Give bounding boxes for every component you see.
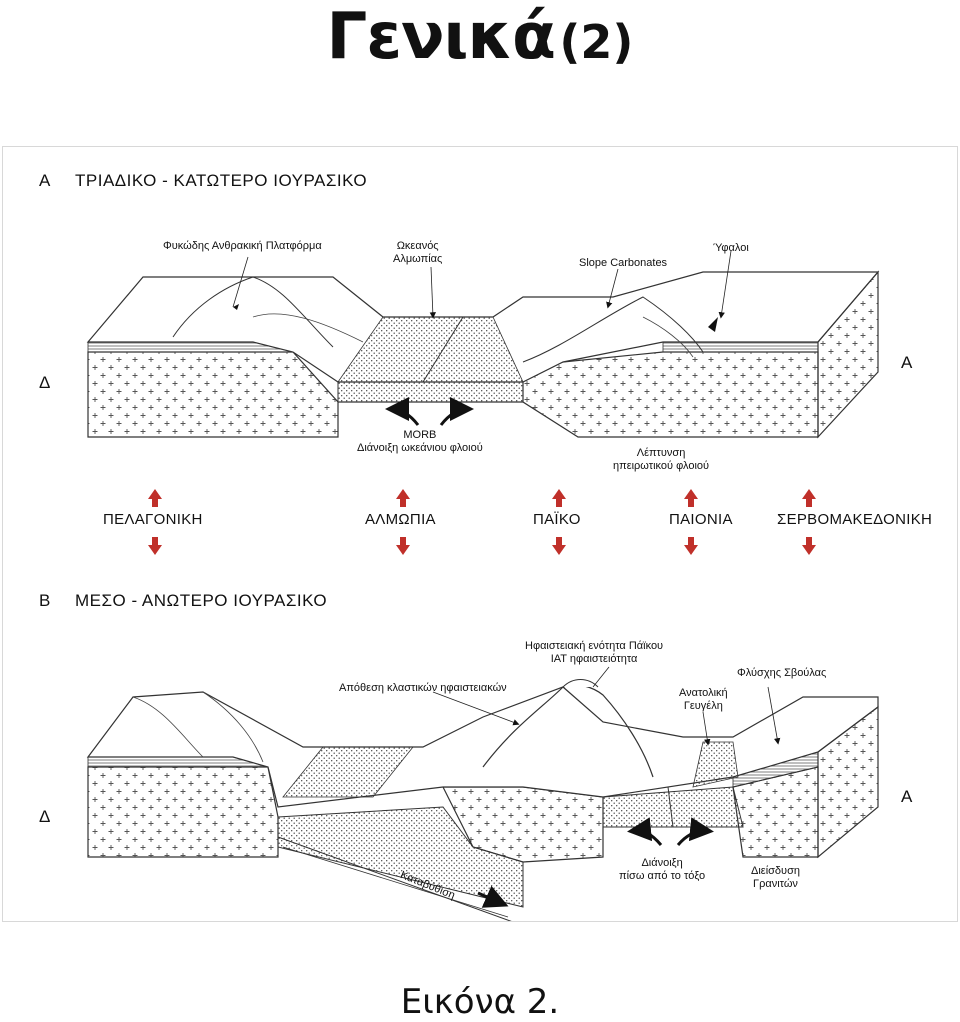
terrane-paionia: ΠΑΙΟΝΙΑ — [669, 511, 733, 528]
label-gevgeli-line1: Ανατολική — [679, 687, 728, 699]
label-flysch: Φλύσχης Σβούλας — [737, 667, 827, 679]
label-slope: Slope Carbonates — [579, 257, 668, 269]
label-clastic: Απόθεση κλαστικών ηφαιστειακών — [339, 682, 507, 694]
label-platform: Φυκώδης Ανθρακική Πλατφόρμα — [163, 240, 322, 252]
label-gevgeli-line2: Γευγέλη — [683, 700, 723, 712]
terrane-almopia: ΑΛΜΩΠΙΑ — [365, 511, 436, 528]
panel-a-letter: Α — [39, 171, 51, 190]
terrane-arrow-up-2 — [396, 489, 410, 507]
panel-a-crust-west — [87, 351, 339, 438]
terrane-arrow-down-5 — [802, 537, 816, 555]
panel-b-crust-west — [87, 766, 279, 858]
label-thinning-line2: ηπειρωτικού φλοιού — [613, 460, 710, 472]
label-thinning: Λέπτυνση ηπειρωτικού φλοιού — [613, 447, 709, 473]
panel-a-east: Α — [901, 353, 913, 372]
label-morb-line2: Διάνοιξη ωκεάνιου φλοιού — [357, 442, 483, 454]
panel-a-west: Δ — [39, 373, 51, 392]
label-morb-line1: MORB — [403, 429, 437, 441]
figure-caption: Εικόνα 2. — [400, 982, 560, 1022]
terrane-arrow-up-3 — [552, 489, 566, 507]
terrane-arrow-down-4 — [684, 537, 698, 555]
block-diagrams — [86, 250, 880, 921]
label-ocean-line1: Ωκεανός — [396, 240, 439, 252]
terrane-pelagonian: ΠΕΛΑΓΟΝΙΚΗ — [103, 511, 203, 528]
title-main: Γενικά — [326, 0, 556, 74]
panel-a-ocean-floor — [337, 381, 524, 403]
page-title: Γενικά (2) — [0, 0, 960, 74]
terrane-arrow-up-1 — [148, 489, 162, 507]
terrane-arrow-down-1 — [148, 537, 162, 555]
label-ocean-line2: Αλμωπίας — [393, 253, 443, 265]
terrane-paiko: ΠΑΪΚΟ — [533, 511, 581, 528]
panel-b-period: ΜΕΣΟ - ΑΝΩΤΕΡΟ ΙΟΥΡΑΣΙΚΟ — [75, 591, 328, 610]
terrane-arrow-up-4 — [684, 489, 698, 507]
terrane-arrows — [148, 489, 816, 555]
label-ocean: Ωκεανός Αλμωπίας — [393, 240, 442, 266]
panel-b-east: Α — [901, 787, 913, 806]
terrane-serbomacedonian: ΣΕΡΒΟΜΑΚΕΔΟΝΙΚΗ — [777, 511, 933, 528]
panel-a-period: ΤΡΙΑΔΙΚΟ - ΚΑΤΩΤΕΡΟ ΙΟΥΡΑΣΙΚΟ — [75, 171, 368, 190]
label-gevgeli: Ανατολική Γευγέλη — [679, 687, 728, 713]
label-thinning-line1: Λέπτυνση — [636, 447, 686, 459]
label-backarc-line1: Διάνοιξη — [641, 857, 683, 869]
panel-b-west: Δ — [39, 807, 51, 826]
terrane-arrow-up-5 — [802, 489, 816, 507]
label-granite-line1: Διείσδυση — [751, 865, 800, 877]
panel-b-ocean — [277, 806, 524, 908]
geologic-figure: Α ΤΡΙΑΔΙΚΟ - ΚΑΤΩΤΕΡΟ ΙΟΥΡΑΣΙΚΟ Δ Α Φυκώ… — [2, 146, 958, 922]
label-backarc: Διάνοιξη πίσω από το τόξο — [619, 857, 705, 883]
label-reefs: Ύφαλοι — [713, 242, 749, 254]
terrane-arrow-down-2 — [396, 537, 410, 555]
title-suffix: (2) — [559, 15, 634, 69]
terrane-arrow-down-3 — [552, 537, 566, 555]
label-volcanic: Ηφαιστειακή ενότητα Πάϊκου IAT ηφαιστειό… — [525, 640, 663, 666]
label-volcanic-line1: Ηφαιστειακή ενότητα Πάϊκου — [525, 640, 664, 652]
label-morb: MORB Διάνοιξη ωκεάνιου φλοιού — [357, 429, 483, 455]
panel-a-block — [86, 250, 880, 439]
label-backarc-line2: πίσω από το τόξο — [619, 870, 706, 882]
panel-a-crust-east — [522, 351, 819, 438]
panel-b-block — [86, 666, 879, 921]
label-granite: Διείσδυση Γρανιτών — [751, 865, 800, 891]
label-volcanic-line2: IAT ηφαιστειότητα — [550, 653, 638, 665]
label-granite-line2: Γρανιτών — [753, 878, 798, 890]
panel-b-letter: Β — [39, 591, 51, 610]
